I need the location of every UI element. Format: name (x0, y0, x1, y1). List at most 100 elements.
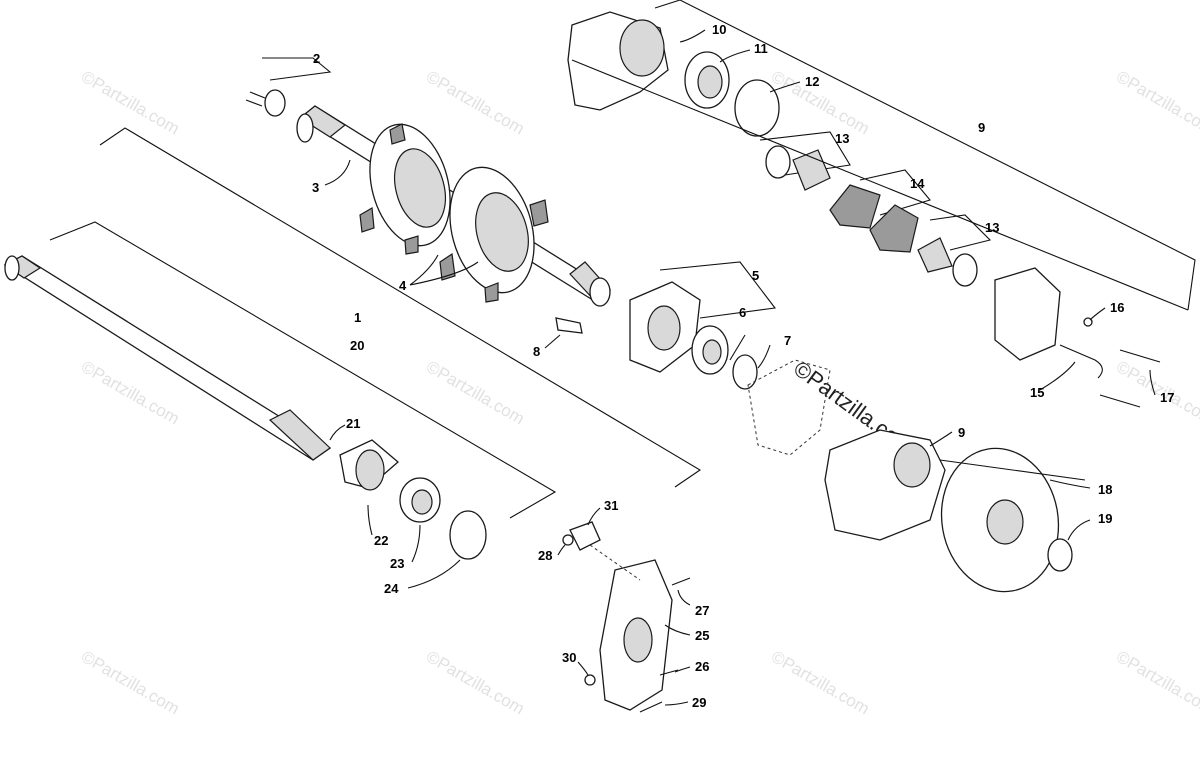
sprocket-tooth (359, 207, 375, 233)
drive-shaft-assembly (296, 105, 612, 307)
snap-ring-19 (1047, 538, 1073, 572)
leader-6 (729, 334, 746, 361)
bolt-8 (555, 317, 583, 334)
mount-bracket (562, 521, 691, 713)
callout-1: 1 (354, 310, 361, 325)
bracket-13b (929, 214, 992, 251)
bracket-hole (623, 617, 653, 663)
jackshaft-assembly (3, 255, 487, 560)
callout-3: 3 (312, 180, 319, 195)
watermark: ©Partzilla.com (78, 67, 183, 138)
bolt-17 (1119, 349, 1161, 363)
leader-11 (719, 49, 751, 63)
bolt-26 (659, 669, 679, 676)
leader-15 (1039, 361, 1076, 391)
callout-13-a: 13 (835, 131, 849, 146)
end-cap (264, 89, 286, 117)
callout-7: 7 (784, 333, 791, 348)
shaft-end (296, 113, 314, 143)
caliper-half (994, 267, 1061, 361)
leader-23 (411, 524, 421, 563)
bracket-14 (859, 169, 931, 216)
brake-pad-14 (869, 204, 919, 253)
leader-21 (329, 424, 346, 441)
o-ring-12 (734, 79, 780, 137)
callout-9-lower: 9 (958, 425, 965, 440)
leader-31 (587, 507, 601, 526)
bearing-housing (555, 281, 758, 390)
axis-line (571, 59, 1189, 311)
sprocket-hub (475, 192, 529, 272)
leader-12 (769, 81, 801, 93)
seal-inner (697, 65, 723, 99)
flange-bore (647, 305, 681, 351)
callout-14: 14 (910, 176, 925, 191)
watermark: ©Partzilla.com (768, 647, 873, 718)
alignment-line (589, 544, 641, 581)
bracket-9 (654, 0, 1196, 311)
spring-clip-15 (1059, 344, 1103, 379)
axis-line (939, 459, 1086, 481)
ring-13 (952, 253, 978, 287)
callout-5: 5 (752, 268, 759, 283)
leader-9-lower (929, 431, 953, 447)
callout-4: 4 (399, 278, 407, 293)
shaft-end (589, 277, 611, 307)
mount-bracket-outline (747, 359, 831, 456)
callout-11: 11 (754, 41, 768, 56)
watermark: ©Partzilla.com (1113, 647, 1200, 718)
leader-26 (674, 666, 691, 673)
leader-10 (679, 29, 706, 43)
bracket-1 (99, 127, 702, 488)
callout-2: 2 (313, 51, 320, 66)
callout-21: 21 (346, 416, 360, 431)
shaft-spline-end (298, 105, 347, 138)
leader-17 (1149, 369, 1156, 396)
callout-31: 31 (604, 498, 618, 513)
leader-19 (1067, 519, 1091, 541)
bearing-race (702, 339, 722, 365)
callout-30: 30 (562, 650, 576, 665)
watermark: ©Partzilla.com (78, 647, 183, 718)
group-brackets (49, 0, 1196, 519)
jackshaft-end (4, 255, 20, 281)
caliper-piston-bore (893, 442, 931, 488)
sprocket-tooth (389, 123, 406, 145)
callout-12: 12 (805, 74, 819, 89)
bolt-29 (639, 701, 663, 713)
callout-6: 6 (739, 305, 746, 320)
watermark: ©Partzilla.com (423, 647, 528, 718)
brake-caliper-lower (747, 359, 1086, 593)
callout-17: 17 (1160, 390, 1174, 405)
leader-28 (557, 544, 566, 556)
clip-31 (569, 521, 601, 551)
leader-lines (324, 29, 1156, 706)
callout-29: 29 (692, 695, 706, 710)
nut-28 (562, 534, 574, 546)
callout-24: 24 (384, 581, 399, 596)
callout-22: 22 (374, 533, 388, 548)
sprocket-tooth (439, 252, 456, 281)
snap-ring-7 (732, 354, 758, 390)
callout-9-top: 9 (978, 120, 985, 135)
leader-8 (544, 334, 561, 349)
callout-23: 23 (390, 556, 404, 571)
leader-7 (757, 344, 771, 369)
bracket-5 (659, 261, 777, 319)
callout-8: 8 (533, 344, 540, 359)
callout-13-b: 13 (985, 220, 999, 235)
sprocket-tooth (404, 235, 419, 255)
bearing-race (411, 489, 433, 515)
callout-10: 10 (712, 22, 726, 37)
callout-18: 18 (1098, 482, 1112, 497)
watermark: ©Partzilla.com (423, 357, 528, 428)
jackshaft-spline (268, 409, 331, 461)
bolt-17 (1099, 394, 1141, 408)
watermark: ©Partzilla.com (768, 67, 873, 138)
leader-3 (324, 159, 351, 186)
pin (249, 91, 266, 99)
piston-13 (792, 149, 831, 191)
callout-28: 28 (538, 548, 552, 563)
piston-13 (917, 237, 953, 273)
